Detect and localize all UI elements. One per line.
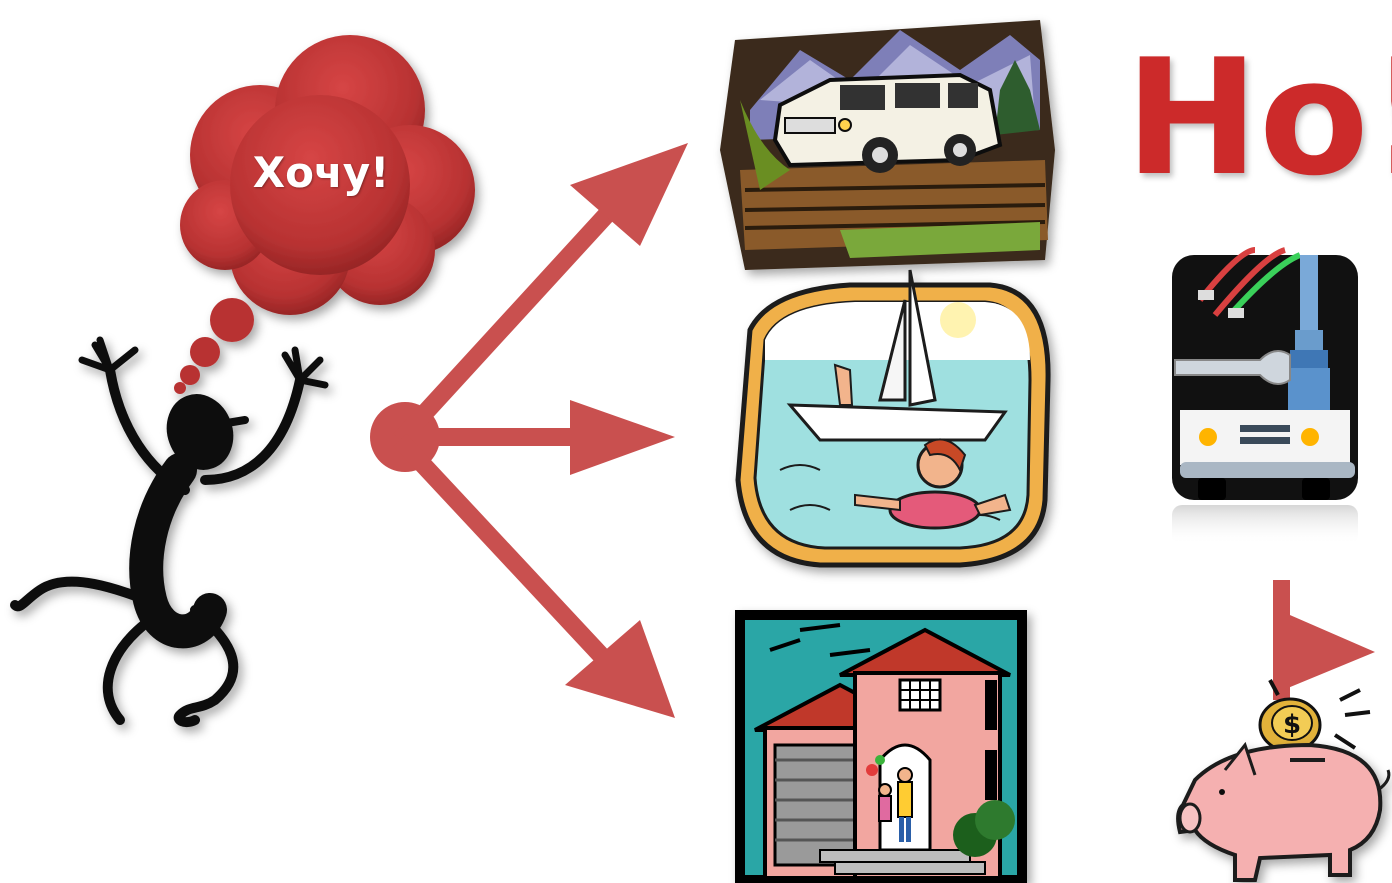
stick-figure-icon xyxy=(10,336,329,728)
arrows xyxy=(370,143,688,718)
thought-bubble-icon xyxy=(174,35,475,394)
heading-but: Но! xyxy=(1125,28,1392,208)
svg-text:$: $ xyxy=(1283,710,1301,740)
arrow-right xyxy=(405,400,675,475)
piggy-bank-icon xyxy=(1176,741,1391,882)
coin-icon: $ xyxy=(1258,679,1371,753)
arrow-to-piggy xyxy=(1273,580,1375,700)
thought-text: Хочу! xyxy=(252,148,390,197)
arrow-down-right xyxy=(393,433,675,718)
car-repair-icon xyxy=(1172,247,1358,545)
arrow-up-right xyxy=(393,143,688,447)
van-icon xyxy=(720,20,1055,270)
sailing-swimmer-icon xyxy=(735,269,1051,568)
house-family-icon xyxy=(735,610,1027,883)
